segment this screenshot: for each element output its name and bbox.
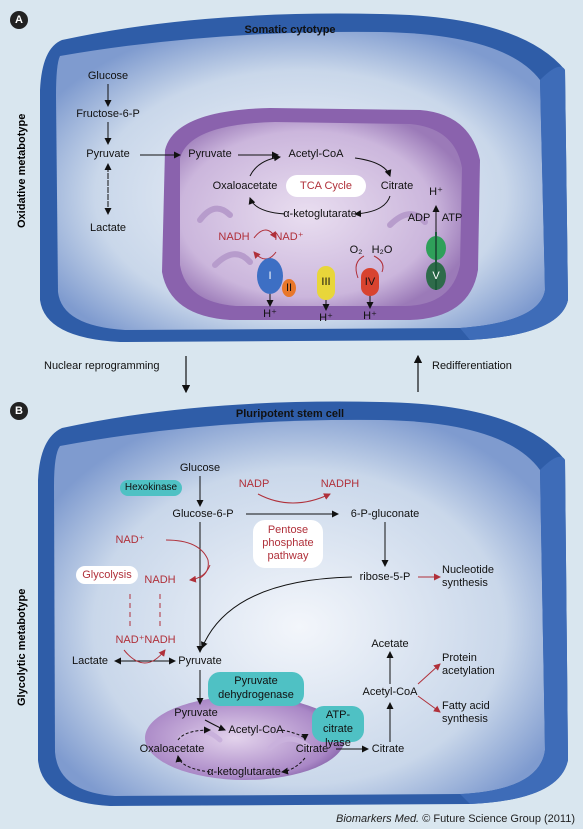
lactate-a: Lactate	[89, 222, 127, 234]
panel-a-side-label: Oxidative metabotype	[16, 113, 28, 228]
citrate-cytosol: Citrate	[371, 743, 405, 755]
pyruvate-mito-a: Pyruvate	[188, 148, 232, 160]
nuclear-reprogramming-label: Nuclear reprogramming	[44, 360, 160, 372]
mitochondrion-a	[162, 108, 480, 320]
nadp-label: NADP	[238, 478, 270, 490]
acetyl-coa-mito: Acetyl-CoA	[228, 724, 284, 736]
panel-a-red-arrows	[253, 229, 384, 279]
acetyl-coa-a: Acetyl-CoA	[288, 148, 344, 160]
pluripotent-cell	[38, 401, 568, 806]
copyright-text: © Future Science Group (2011)	[422, 813, 575, 825]
pyruvate-dehydrogenase-label: Pyruvate dehydrogenase	[208, 672, 304, 706]
nadph-label: NADPH	[320, 478, 360, 490]
pyruvate-mito-b: Pyruvate	[174, 707, 218, 719]
electron-transport-complexes	[257, 232, 446, 300]
fructose-6-p: Fructose-6-P	[76, 108, 140, 120]
h-plus-complex-iv: H⁺	[363, 310, 377, 322]
glucose-b: Glucose	[179, 462, 221, 474]
oxaloacetate-b: Oxaloacetate	[139, 743, 205, 755]
pentose-phosphate-label: Pentose phosphate pathway	[253, 520, 323, 568]
atp-citrate-lyase-label: ATP-citrate lyase	[312, 706, 364, 749]
journal-name: Biomarkers Med.	[335, 813, 420, 825]
hexokinase-label: Hexokinase	[120, 480, 182, 496]
panel-a-badge: A	[10, 11, 28, 29]
mitochondrion-b	[145, 696, 345, 780]
water-label: H₂O	[371, 244, 393, 256]
pyruvate-b: Pyruvate	[178, 655, 222, 667]
nadh-a: NADH	[218, 231, 250, 243]
glycolysis-label: Glycolysis	[76, 566, 138, 584]
nad-plus-top: NAD⁺	[115, 534, 145, 546]
6-p-gluconate: 6-P-gluconate	[350, 508, 420, 520]
nucleotide-synthesis-label: Nucleotide synthesis	[442, 564, 494, 589]
complex-iv-label: IV	[364, 276, 376, 288]
adp-label: ADP	[407, 212, 431, 224]
complex-i-label: I	[268, 270, 272, 282]
nad-plus-a: NAD⁺	[274, 231, 304, 243]
acetyl-coa-cytosol: Acetyl-CoA	[362, 686, 418, 698]
oxygen-label: O₂	[349, 244, 363, 256]
panel-a-arrows	[104, 84, 440, 394]
nadh-top: NADH	[144, 574, 176, 586]
protein-acetylation-label: Protein acetylation	[442, 652, 495, 677]
h-plus-complex-iii: H⁺	[319, 312, 333, 324]
h-plus-complex-i: H⁺	[263, 308, 277, 320]
nad-plus-bottom: NAD⁺	[115, 634, 145, 646]
nadh-bottom: NADH	[144, 634, 176, 646]
fatty-acid-synthesis-label: Fatty acid synthesis	[442, 700, 490, 725]
panel-b-title: Pluripotent stem cell	[235, 408, 345, 420]
h-plus-atp-synthase: H⁺	[429, 186, 443, 198]
pyruvate-cytosol-a: Pyruvate	[86, 148, 130, 160]
panel-a-title: Somatic cytotype	[244, 24, 336, 36]
glucose-6-p: Glucose-6-P	[172, 508, 234, 520]
acetate-label: Acetate	[371, 638, 409, 650]
panel-b-red-arrows	[123, 493, 441, 713]
citrate-a: Citrate	[380, 180, 414, 192]
ketoglutarate-b: α-ketoglutarate	[207, 766, 281, 778]
lactate-b: Lactate	[71, 655, 109, 667]
panel-b-arrows	[114, 476, 394, 775]
complex-v-label: V	[432, 270, 440, 282]
citrate-mito: Citrate	[295, 743, 329, 755]
glucose-a: Glucose	[87, 70, 129, 82]
complex-iii-label: III	[321, 276, 331, 288]
redifferentiation-label: Redifferentiation	[432, 360, 512, 372]
panel-b-side-label: Glycolytic metabotype	[16, 588, 28, 706]
oxaloacetate-a: Oxaloacetate	[212, 180, 278, 192]
complex-ii-label: II	[285, 282, 293, 294]
figure-credit: Biomarkers Med. © Future Science Group (…	[336, 813, 575, 825]
panel-b-badge: B	[10, 402, 28, 420]
atp-label: ATP	[441, 212, 463, 224]
tca-cycle-label: TCA Cycle	[286, 175, 366, 197]
ribose-5-p: ribose-5-P	[359, 571, 411, 583]
ketoglutarate-a: α-ketoglutarate	[283, 208, 357, 220]
